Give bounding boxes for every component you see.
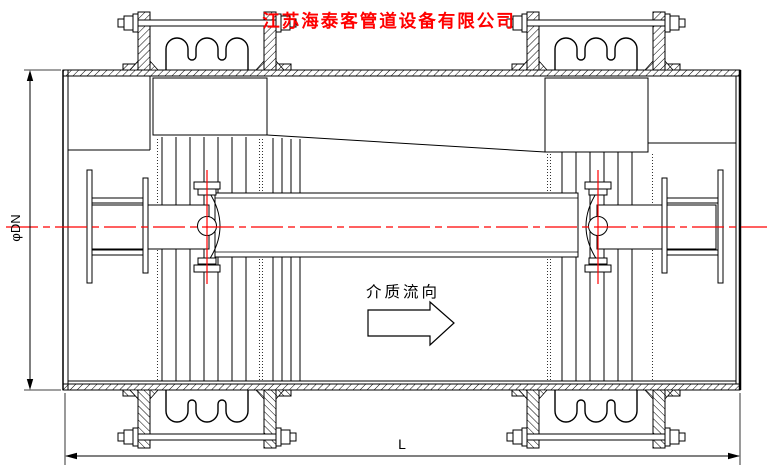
balancing-bellows-top-right [506, 11, 686, 71]
company-title: 江苏海泰客管道设备有限公司 [262, 11, 516, 31]
diameter-dimension-label: φDN [8, 214, 23, 241]
length-dimension [64, 393, 741, 465]
clevis-left [208, 191, 221, 261]
centerlines [6, 170, 767, 284]
diameter-dimension [24, 69, 61, 391]
dim-arrow-up [26, 70, 34, 81]
shell-bottom-wall [62, 383, 741, 391]
balancing-bellows-bottom-right [506, 389, 686, 449]
dim-arrow-down [26, 379, 34, 390]
internal-bellows-left [155, 137, 301, 381]
length-dimension-label: L [398, 436, 406, 452]
dim-arrow-right [728, 452, 740, 460]
inner-liner-contours [68, 76, 736, 382]
shell-top-wall [62, 69, 741, 77]
dim-arrow-left [65, 452, 77, 460]
flow-direction-arrow [367, 300, 455, 347]
central-tie-rod [89, 191, 717, 261]
outer-shell [62, 69, 742, 391]
flow-direction-label: 介质流向 [366, 283, 440, 301]
clevis-right [585, 191, 598, 261]
balancing-bellows-bottom-left [117, 389, 297, 449]
